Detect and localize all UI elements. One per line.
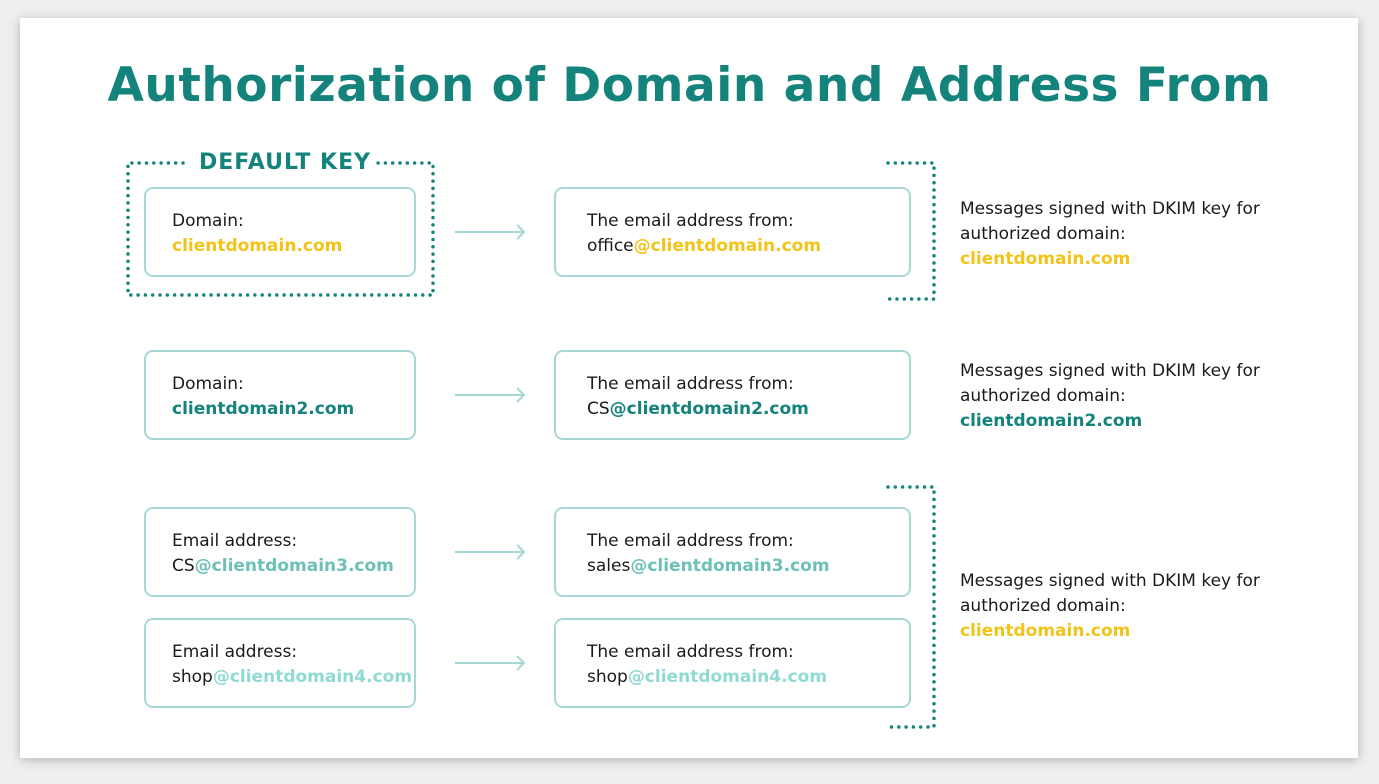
- left-box: Domain: clientdomain2.com: [144, 350, 416, 440]
- address-prefix: CS: [172, 556, 195, 576]
- right-label: The email address from:: [587, 211, 794, 231]
- right-address: CS@clientdomain2.com: [587, 397, 909, 422]
- note-domain: clientdomain.com: [960, 621, 1131, 641]
- left-address: CS@clientdomain3.com: [172, 554, 414, 579]
- note-line: authorized domain:: [960, 224, 1126, 244]
- dkim-note: Messages signed with DKIM key for authori…: [960, 359, 1260, 434]
- left-address: clientdomain.com: [172, 234, 414, 259]
- dkim-note: Messages signed with DKIM key for authori…: [960, 197, 1260, 272]
- left-label: Email address:: [172, 642, 298, 662]
- left-box: Email address: shop@clientdomain4.com: [144, 618, 416, 708]
- arrow-icon: [455, 224, 526, 240]
- address-prefix: shop: [172, 667, 213, 687]
- default-key-bracket: [126, 161, 435, 297]
- address-domain: @clientdomain.com: [633, 236, 822, 256]
- address-domain: @clientdomain4.com: [212, 667, 413, 687]
- note-line: authorized domain:: [960, 596, 1126, 616]
- default-key-label: DEFAULT KEY: [199, 150, 372, 175]
- arrow-icon: [455, 655, 526, 671]
- note-line: Messages signed with DKIM key for: [960, 571, 1260, 591]
- right-label: The email address from:: [587, 531, 794, 551]
- left-label: Email address:: [172, 531, 298, 551]
- address-prefix: office: [587, 236, 634, 256]
- note-domain: clientdomain.com: [960, 249, 1131, 269]
- right-label: The email address from:: [587, 642, 794, 662]
- left-box: Domain: clientdomain.com: [144, 187, 416, 277]
- left-box: Email address: CS@clientdomain3.com: [144, 507, 416, 597]
- address-prefix: CS: [587, 399, 610, 419]
- address-prefix: sales: [587, 556, 631, 576]
- arrow-icon: [455, 544, 526, 560]
- note-domain: clientdomain2.com: [960, 411, 1143, 431]
- dkim-note: Messages signed with DKIM key for authori…: [960, 569, 1260, 644]
- right-label: The email address from:: [587, 374, 794, 394]
- address-domain: @clientdomain3.com: [630, 556, 830, 576]
- address-domain: @clientdomain3.com: [194, 556, 394, 576]
- address-domain: clientdomain2.com: [172, 399, 355, 419]
- address-domain: @clientdomain4.com: [627, 667, 828, 687]
- address-prefix: shop: [587, 667, 628, 687]
- right-box: The email address from: CS@clientdomain2.…: [554, 350, 911, 440]
- right-address: office@clientdomain.com: [587, 234, 909, 259]
- right-box: The email address from: sales@clientdomai…: [554, 507, 911, 597]
- bracket-rows34: [886, 485, 936, 729]
- left-address: shop@clientdomain4.com: [172, 665, 414, 690]
- right-box: The email address from: office@clientdoma…: [554, 187, 911, 277]
- note-line: Messages signed with DKIM key for: [960, 199, 1260, 219]
- right-address: shop@clientdomain4.com: [587, 665, 909, 690]
- note-line: authorized domain:: [960, 386, 1126, 406]
- bracket-row1: [886, 161, 936, 301]
- left-label: Domain:: [172, 211, 244, 231]
- address-domain: @clientdomain2.com: [609, 399, 809, 419]
- right-address: sales@clientdomain3.com: [587, 554, 909, 579]
- right-box: The email address from: shop@clientdomain…: [554, 618, 911, 708]
- left-address: clientdomain2.com: [172, 397, 414, 422]
- address-domain: clientdomain.com: [172, 236, 343, 256]
- arrow-icon: [455, 387, 526, 403]
- left-label: Domain:: [172, 374, 244, 394]
- note-line: Messages signed with DKIM key for: [960, 361, 1260, 381]
- page-title: Authorization of Domain and Address From: [107, 58, 1272, 113]
